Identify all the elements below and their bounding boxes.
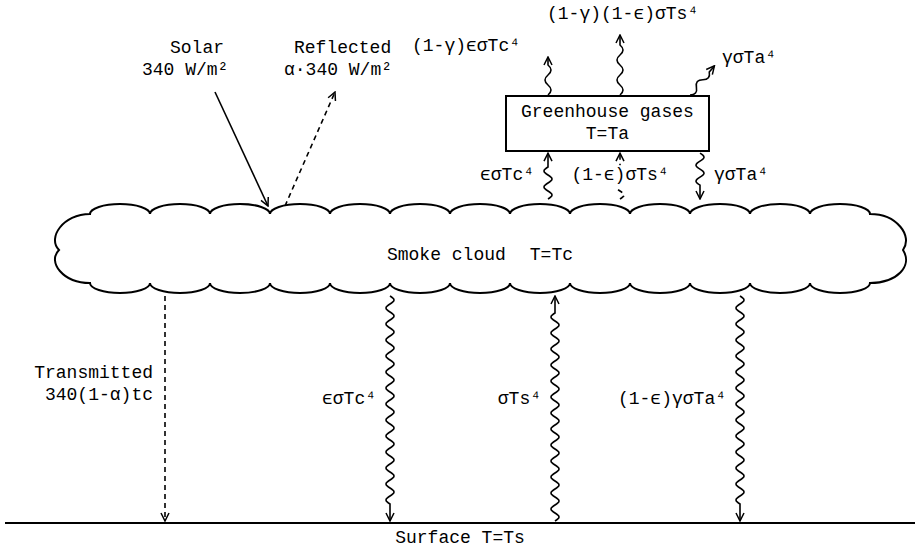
flux-arrow: [551, 296, 559, 521]
node-temperature: T=Tc: [530, 245, 573, 267]
flux-arrow: [696, 153, 704, 199]
flux-label: 340 W/m²: [140, 60, 230, 82]
flux-label: (1-ϵ)γσTa⁴: [616, 389, 728, 411]
flux-label: (1-ϵ)σTs⁴: [569, 165, 670, 187]
ground-surface: Surface T=Ts: [5, 522, 915, 550]
emission-arrow: [688, 64, 717, 97]
text-row: Smoke cloud T=Tc: [45, 200, 915, 295]
flux-label: ϵσTc⁴: [320, 389, 378, 411]
flux-label: Reflected: [292, 38, 393, 60]
flux-label: σTs⁴: [496, 389, 543, 411]
flux-arrow: [544, 153, 552, 199]
reflected-arrow: [285, 92, 335, 206]
smoke-cloud: Smoke cloud T=Tc: [45, 200, 915, 295]
node-title: Smoke cloud: [387, 245, 506, 267]
flux-arrow: [164, 296, 166, 521]
flux-arrow: [386, 296, 394, 521]
solar-arrow: [215, 92, 268, 206]
flux-label: γσTa⁴: [720, 48, 778, 70]
node-title: Greenhouse gases: [521, 102, 694, 124]
cloud-outline: [55, 204, 906, 293]
gas-layer-box: Greenhouse gasesT=Ta: [505, 95, 710, 152]
flux-label: Transmitted 340(1-α)tc: [32, 363, 155, 406]
flux-label: Solar: [168, 38, 226, 60]
flux-arrow: [736, 296, 744, 521]
flux-label: ϵσTc⁴: [478, 165, 536, 187]
node-temperature: T=Ta: [521, 124, 694, 146]
emission-arrow: [617, 35, 623, 95]
flux-label: γσTa⁴: [712, 165, 770, 187]
flux-label: (1-γ)ϵσTc⁴: [410, 36, 522, 58]
node-title: Surface T=Ts: [5, 528, 915, 550]
flux-label: α·340 W/m²: [282, 60, 394, 82]
emission-arrow: [545, 57, 551, 95]
flux-label: (1-γ)(1-ϵ)σTs⁴: [545, 4, 700, 26]
